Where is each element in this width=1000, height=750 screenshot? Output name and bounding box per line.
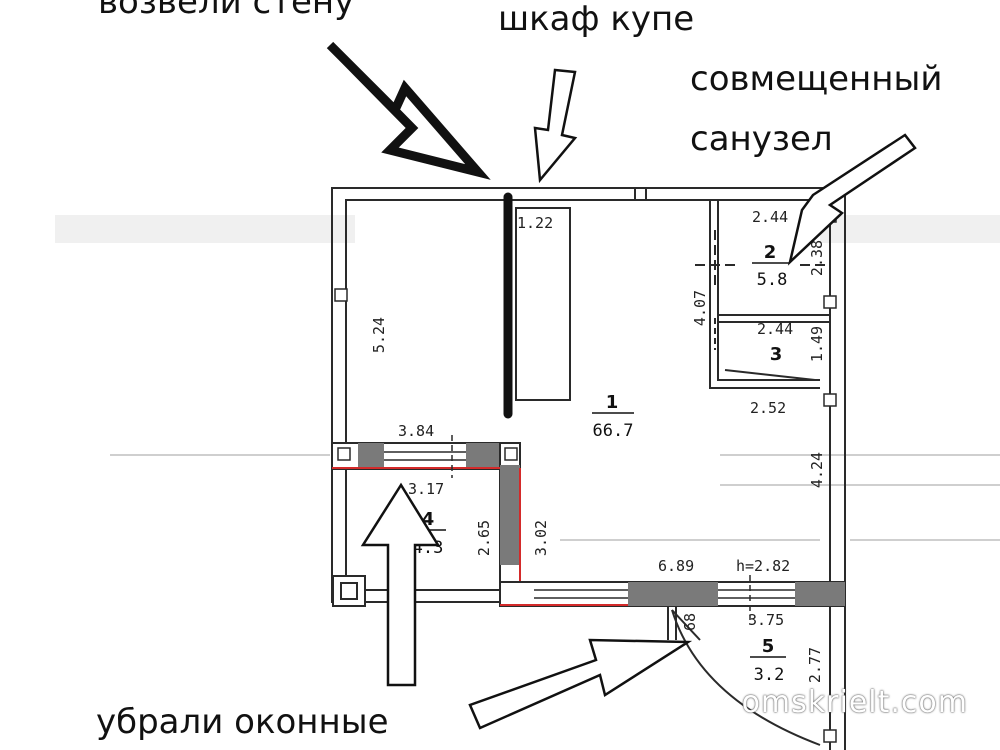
- dim-balcony-top: 3.84: [398, 422, 434, 440]
- dim-bath-top: 2.44: [752, 208, 788, 226]
- callout-wardrobe: шкаф купе: [498, 0, 695, 39]
- room-1-number: 1: [606, 392, 619, 413]
- callout-bathroom-line2: санузел: [690, 119, 833, 159]
- callout-bathroom-line1: совмещенный: [690, 59, 943, 99]
- room-2-area: 5.8: [757, 270, 788, 290]
- callout-window-removed: убрали оконные: [96, 702, 389, 742]
- wall-arrow-icon: [326, 41, 491, 180]
- dim-partition: 4.07: [691, 290, 709, 326]
- dim-closet-right: 1.49: [808, 326, 826, 362]
- background-lines: [110, 454, 1000, 541]
- dim-left-wall: 5.24: [370, 317, 388, 353]
- dim-balcony-inner: 3.17: [408, 480, 444, 498]
- dim-loggia-top: 3.75: [748, 611, 784, 629]
- door-arrow-icon: [468, 638, 693, 730]
- dim-loggia-right: 2.77: [806, 647, 824, 683]
- outer-walls: [331, 187, 846, 605]
- background-document-band: [820, 215, 1000, 243]
- background-document-band: [55, 215, 355, 243]
- room-3-number: 3: [770, 344, 783, 365]
- dim-bath-right: 2.38: [808, 240, 826, 276]
- dim-balcony-right: 3.02: [532, 520, 550, 556]
- callout-wall-removed: возвели стену: [98, 0, 355, 22]
- dim-balcony-left: 2.65: [475, 520, 493, 556]
- wardrobe-arrow-icon: [533, 68, 578, 184]
- dim-main-right: 4.24: [808, 452, 826, 488]
- dim-main-mid: 2.52: [750, 399, 786, 417]
- bathroom-arrow-icon: [787, 133, 917, 266]
- balcony-outline: [331, 469, 500, 607]
- dim-door: 68: [681, 613, 699, 631]
- room-1-area: 66.7: [593, 421, 634, 441]
- watermark: omskrielt.com: [741, 685, 968, 720]
- wardrobe-rect: [515, 207, 571, 401]
- room-5-number: 5: [762, 636, 775, 657]
- dim-wardrobe-width: 1.22: [517, 214, 553, 232]
- dim-height: h=2.82: [736, 557, 790, 575]
- window-arrow-icon: [360, 482, 441, 687]
- bathroom-partition: [695, 200, 830, 389]
- dim-closet-top: 2.44: [757, 320, 793, 338]
- dim-bottom-wall: 6.89: [658, 557, 694, 575]
- room-5-area: 3.2: [754, 665, 785, 685]
- loggia-outline: [667, 606, 846, 750]
- room-2-number: 2: [764, 242, 777, 263]
- bottom-wall: [499, 575, 846, 620]
